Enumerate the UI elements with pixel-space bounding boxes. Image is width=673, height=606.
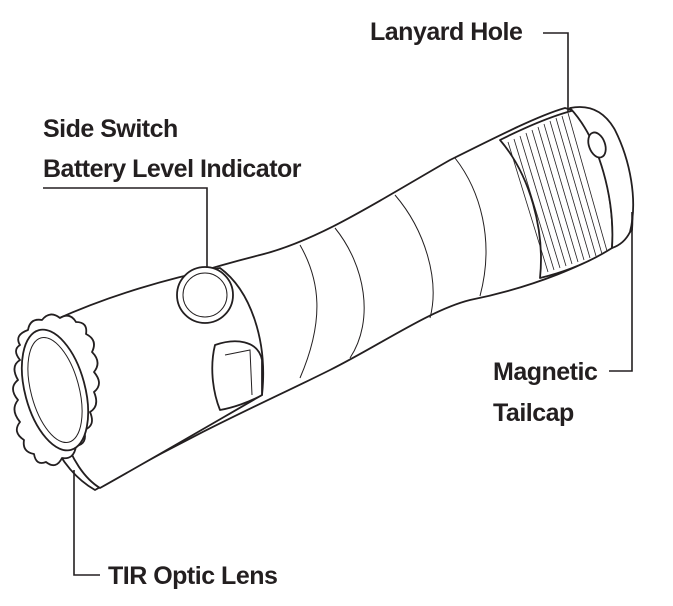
callout-labels: Lanyard Hole Side Switch Battery Level I… <box>43 18 598 590</box>
leader-magnetic-tailcap <box>609 212 633 372</box>
flashlight-illustration <box>12 106 635 491</box>
tailcap-end <box>569 106 635 249</box>
label-magnetic: Magnetic <box>493 358 598 386</box>
body-grooves <box>299 157 487 379</box>
leader-lines <box>43 32 633 576</box>
label-side-switch: Side Switch <box>43 115 178 143</box>
label-tir-lens: TIR Optic Lens <box>108 562 277 590</box>
label-battery-indicator: Battery Level Indicator <box>43 155 302 183</box>
tailcap-knurl <box>499 109 614 279</box>
label-lanyard-hole: Lanyard Hole <box>370 18 523 46</box>
leader-tir-lens <box>73 470 100 576</box>
leader-side-switch <box>43 187 208 268</box>
battery-indicator-slot <box>211 340 263 411</box>
label-tailcap: Tailcap <box>493 399 574 427</box>
side-switch <box>176 266 234 324</box>
lanyard-hole <box>587 131 607 159</box>
leader-lanyard-hole <box>543 32 569 112</box>
tir-optic-lens <box>20 328 90 452</box>
